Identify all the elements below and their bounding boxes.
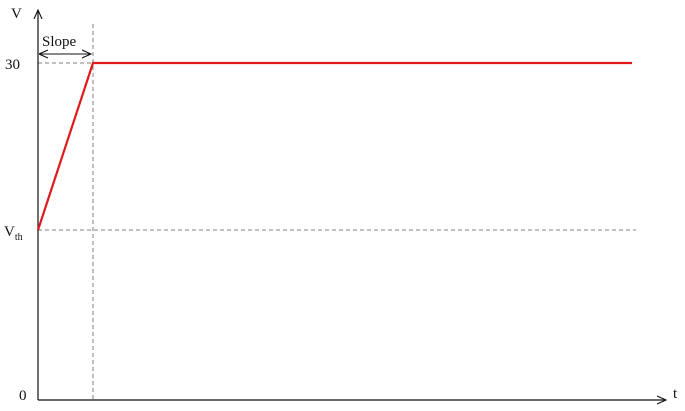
y-tick-30: 30 xyxy=(5,57,20,73)
y-tick-vth-main: V xyxy=(4,224,15,240)
y-tick-vth: Vth xyxy=(4,224,23,243)
voltage-signal-line xyxy=(36,61,632,231)
slope-label: Slope xyxy=(42,34,77,50)
x-axis-label: t xyxy=(673,386,678,402)
y-axis-label: V xyxy=(11,6,22,22)
y-tick-vth-subscript: th xyxy=(15,232,23,243)
y-tick-zero: 0 xyxy=(19,388,27,404)
